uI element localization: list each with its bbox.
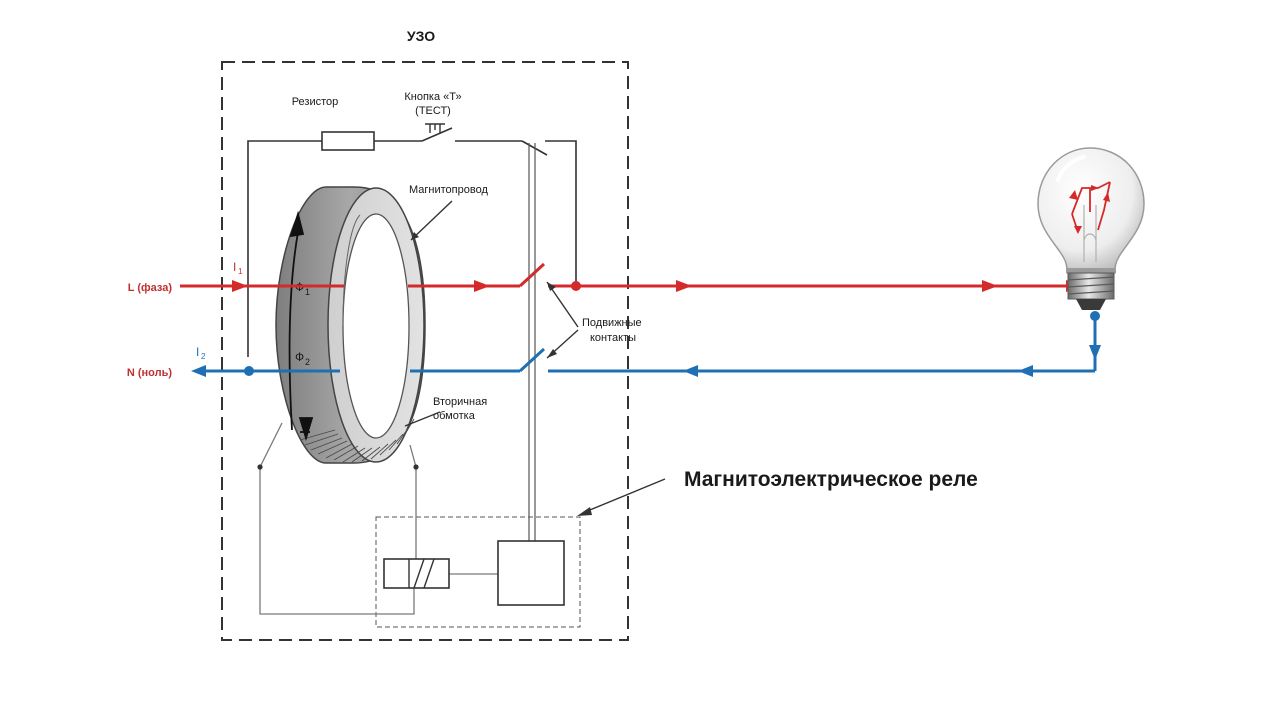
push-button-icon bbox=[425, 123, 445, 133]
relay-coil bbox=[383, 558, 450, 589]
winding-label: Вторичная bbox=[433, 396, 487, 408]
phase-label: L (фаза) bbox=[128, 282, 173, 294]
neutral-junction bbox=[244, 366, 254, 376]
svg-text:2: 2 bbox=[201, 352, 206, 361]
relay-pointer bbox=[584, 478, 666, 513]
flux2-label: Ф 2 bbox=[295, 350, 310, 367]
relay-enclosure bbox=[375, 516, 581, 628]
svg-text:2: 2 bbox=[305, 357, 310, 367]
neutral-junction bbox=[1090, 311, 1100, 321]
current2-label: I 2 bbox=[196, 345, 206, 361]
junction bbox=[257, 464, 263, 470]
contacts-sublabel: контакты bbox=[590, 332, 636, 344]
secondary-circuit bbox=[259, 422, 498, 615]
neutral-arrows bbox=[191, 345, 1101, 377]
mechanical-link bbox=[528, 143, 536, 541]
junction bbox=[413, 464, 419, 470]
relay-label: Магнитоэлектрическое реле bbox=[684, 468, 978, 491]
neutral-conductor bbox=[200, 316, 1097, 373]
svg-text:1: 1 bbox=[305, 287, 310, 297]
contacts-label: Подвижные bbox=[582, 317, 642, 329]
rcd-title: УЗО bbox=[407, 28, 435, 44]
svg-text:Ф: Ф bbox=[295, 350, 304, 364]
winding-pointer bbox=[404, 411, 441, 427]
contacts-pointer bbox=[546, 281, 579, 359]
svg-text:I: I bbox=[196, 345, 199, 359]
toroidal-core bbox=[275, 186, 426, 464]
core-pointer bbox=[410, 200, 453, 241]
flux-arrow bbox=[288, 210, 314, 442]
neutral-label: N (ноль) bbox=[127, 367, 173, 379]
test-button-sublabel: (ТЕСТ) bbox=[415, 105, 451, 117]
current1-label: I 1 bbox=[233, 260, 243, 276]
winding-sublabel: обмотка bbox=[433, 410, 476, 422]
test-button-label: Кнопка «Т» bbox=[404, 91, 461, 103]
resistor bbox=[321, 131, 375, 151]
core-pointer-arrow bbox=[411, 232, 419, 240]
rcd-enclosure bbox=[221, 61, 629, 641]
resistor-label: Резистор bbox=[292, 96, 339, 108]
phase-junction bbox=[571, 281, 581, 291]
svg-text:1: 1 bbox=[238, 267, 243, 276]
relay-actuator bbox=[497, 540, 565, 606]
contacts-pointer-arrow bbox=[547, 282, 556, 291]
relay-pointer-arrow bbox=[577, 507, 592, 516]
light-bulb-icon bbox=[1037, 147, 1145, 310]
core-label: Магнитопровод bbox=[409, 184, 488, 196]
contacts-pointer-arrow bbox=[547, 349, 557, 358]
svg-text:I: I bbox=[233, 260, 236, 274]
